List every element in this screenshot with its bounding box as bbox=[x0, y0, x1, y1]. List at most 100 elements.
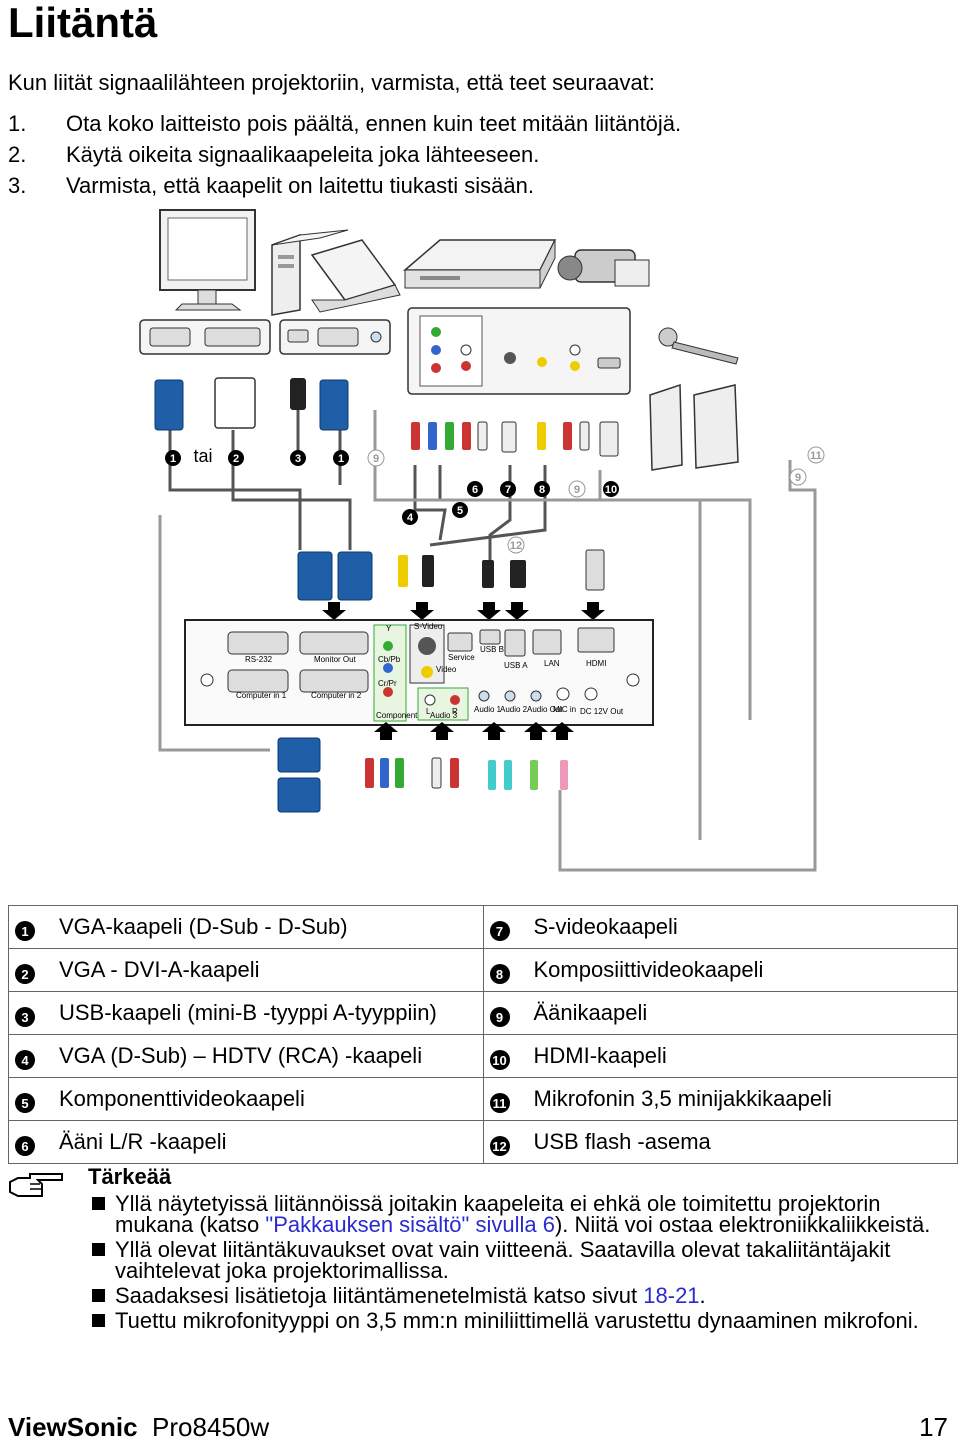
cable-number-badge: 2 bbox=[15, 964, 35, 984]
svg-text:S-Video: S-Video bbox=[414, 622, 443, 631]
steps-list: 1. Ota koko laitteisto pois päältä, enne… bbox=[8, 108, 681, 201]
svg-text:4: 4 bbox=[407, 512, 414, 524]
tai-label: tai bbox=[193, 446, 212, 466]
note-text: Yllä olevat liitäntäkuvaukset ovat vain … bbox=[115, 1237, 891, 1283]
cable-number-badge: 6 bbox=[15, 1136, 35, 1156]
cable-number-badge: 7 bbox=[489, 921, 510, 941]
svg-text:MIC in: MIC in bbox=[553, 705, 576, 714]
av-port-panel bbox=[407, 307, 631, 395]
table-row: 3 USB-kaapeli (mini-B -tyyppi A-tyyppiin)… bbox=[8, 991, 958, 1035]
model-name: Pro8450w bbox=[152, 1412, 270, 1442]
svg-text:HDMI: HDMI bbox=[586, 659, 606, 668]
table-cell: 2 VGA - DVI-A-kaapeli bbox=[8, 948, 484, 992]
list-item: Yllä näytetyissä liitännöissä joitakin k… bbox=[88, 1191, 938, 1237]
svg-text:12: 12 bbox=[510, 540, 522, 552]
cable-number-badge: 3 bbox=[15, 1007, 35, 1027]
svg-text:LAN: LAN bbox=[544, 659, 560, 668]
bullet-square-icon bbox=[92, 1243, 105, 1256]
svg-text:Monitor Out: Monitor Out bbox=[314, 655, 357, 664]
cable-label: HDMI-kaapeli bbox=[533, 1043, 667, 1068]
step-number: 1. bbox=[8, 111, 27, 136]
svg-text:6: 6 bbox=[472, 484, 478, 496]
svg-text:Cb/Pb: Cb/Pb bbox=[378, 655, 401, 664]
note-text: ). Niitä voi ostaa elektroniikkaliikkeis… bbox=[554, 1212, 931, 1237]
cable-label: Mikrofonin 3,5 minijakkikaapeli bbox=[533, 1086, 832, 1111]
table-cell: 3 USB-kaapeli (mini-B -tyyppi A-tyyppiin) bbox=[8, 991, 484, 1035]
intro-text: Kun liität signaalilähteen projektoriin,… bbox=[8, 70, 655, 95]
svg-text:2: 2 bbox=[233, 453, 239, 465]
dvd-player-icon bbox=[402, 239, 557, 289]
svg-text:7: 7 bbox=[505, 484, 511, 496]
svg-text:Computer in 1: Computer in 1 bbox=[236, 691, 287, 700]
step-text: Käytä oikeita signaalikaapeleita joka lä… bbox=[66, 142, 540, 167]
page-link[interactable]: 18-21 bbox=[643, 1283, 700, 1308]
svg-text:USB B: USB B bbox=[480, 645, 504, 654]
cable-number-badge: 5 bbox=[15, 1093, 35, 1113]
monitor-icon bbox=[159, 209, 256, 311]
svg-text:Video: Video bbox=[436, 665, 457, 674]
svg-text:Y: Y bbox=[386, 624, 392, 633]
note-text: . bbox=[699, 1283, 706, 1308]
cable-number-badge: 1 bbox=[15, 921, 35, 941]
note-text: Saadaksesi lisätietoja liitäntämenetelmi… bbox=[115, 1283, 644, 1308]
cable-number-badge: 11 bbox=[489, 1093, 510, 1113]
svg-text:1: 1 bbox=[338, 453, 344, 465]
cable-label: VGA - DVI-A-kaapeli bbox=[59, 957, 260, 982]
svg-text:Computer in 2: Computer in 2 bbox=[311, 691, 362, 700]
page-link[interactable]: "Pakkauksen sisältö" sivulla 6 bbox=[265, 1212, 555, 1237]
list-item: Yllä olevat liitäntäkuvaukset ovat vain … bbox=[88, 1237, 938, 1283]
page-title: Liitäntä bbox=[8, 0, 158, 46]
page-number: 17 bbox=[919, 1412, 948, 1442]
svg-text:Audio 1: Audio 1 bbox=[474, 705, 502, 714]
list-item: Saadaksesi lisätietoja liitäntämenetelmi… bbox=[88, 1283, 938, 1308]
up-arrows bbox=[374, 722, 574, 740]
svg-text:Audio 3: Audio 3 bbox=[430, 711, 458, 720]
cable-table: 1 VGA-kaapeli (D-Sub - D-Sub) 7 S-videokaa… bbox=[8, 905, 958, 1164]
projector-rear-panel bbox=[184, 619, 654, 726]
note-text: Yllä näytetyissä liitännöissä joitakin k… bbox=[115, 1191, 881, 1237]
cable-label: USB-kaapeli (mini-B -tyyppi A-tyyppiin) bbox=[59, 1000, 437, 1025]
note-text: Tuettu mikrofonityyppi on 3,5 mm:n minil… bbox=[115, 1308, 919, 1333]
cable-label: VGA-kaapeli (D-Sub - D-Sub) bbox=[59, 914, 348, 939]
table-cell: 1 VGA-kaapeli (D-Sub - D-Sub) bbox=[8, 905, 484, 949]
note-title: Tärkeää bbox=[88, 1164, 172, 1189]
usb-connector-icon bbox=[290, 378, 306, 410]
svg-text:3: 3 bbox=[295, 453, 301, 465]
svg-text:Cr/Pr: Cr/Pr bbox=[378, 679, 397, 688]
cable-label: S-videokaapeli bbox=[533, 914, 678, 939]
rca-connectors-icon bbox=[411, 421, 619, 457]
cable-lines bbox=[168, 410, 547, 560]
cable-label: Komposiittivideokaapeli bbox=[533, 957, 764, 982]
dvi-connector-icon bbox=[214, 377, 256, 429]
cable-number-badge: 9 bbox=[489, 1007, 510, 1027]
projector-side-connectors bbox=[297, 549, 605, 601]
list-item: Tuettu mikrofonityyppi on 3,5 mm:n minil… bbox=[88, 1308, 938, 1333]
svg-text:9: 9 bbox=[574, 484, 580, 496]
step-number: 2. bbox=[8, 142, 27, 167]
bottom-connectors bbox=[277, 737, 568, 813]
step-text: Ota koko laitteisto pois päältä, ennen k… bbox=[66, 111, 682, 136]
footer-brand: ViewSonic Pro8450w bbox=[8, 1412, 269, 1443]
svg-text:R: R bbox=[452, 707, 458, 716]
svg-text:Component: Component bbox=[376, 711, 418, 720]
svg-text:10: 10 bbox=[605, 484, 617, 496]
step-text: Varmista, että kaapelit on laitettu tiuk… bbox=[66, 173, 534, 198]
table-cell: 11 Mikrofonin 3,5 minijakkikaapeli bbox=[482, 1077, 958, 1121]
svg-text:8: 8 bbox=[539, 484, 545, 496]
bullet-square-icon bbox=[92, 1197, 105, 1210]
svg-text:Audio 2: Audio 2 bbox=[500, 705, 528, 714]
svg-text:9: 9 bbox=[795, 472, 801, 484]
computer-port-panel bbox=[139, 319, 391, 355]
svg-text:L: L bbox=[426, 707, 431, 716]
cable-label: VGA (D-Sub) – HDTV (RCA) -kaapeli bbox=[59, 1043, 423, 1068]
svg-text:Service: Service bbox=[448, 653, 475, 662]
cable-label: USB flash -asema bbox=[533, 1129, 711, 1154]
